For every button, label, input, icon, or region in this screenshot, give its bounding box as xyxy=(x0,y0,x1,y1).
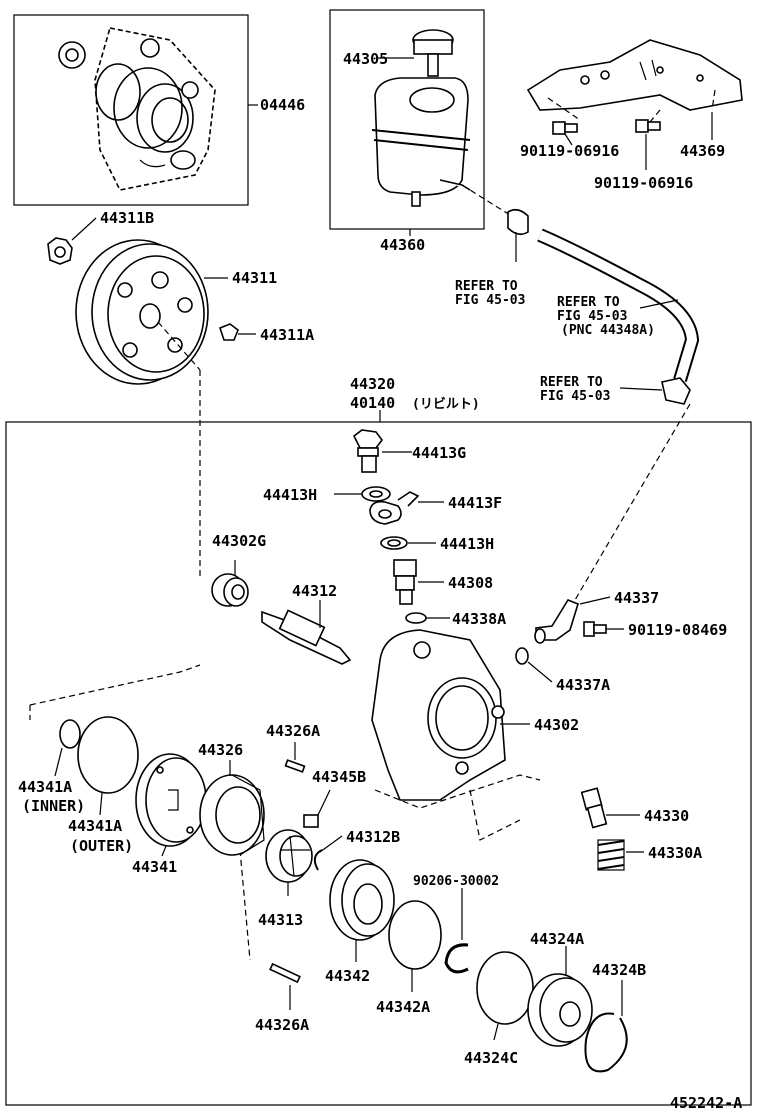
label-44308: 44308 xyxy=(448,574,493,592)
box-04446 xyxy=(13,14,249,206)
bolt-90119-b xyxy=(635,119,661,133)
label-44413H-top: 44413H xyxy=(263,486,317,504)
label-44413G: 44413G xyxy=(412,444,466,462)
label-44324C: 44324C xyxy=(464,1049,518,1067)
key-44345B xyxy=(303,814,319,828)
gasket-kit-illustration xyxy=(58,27,216,191)
label-44326A-top: 44326A xyxy=(266,722,320,740)
diagram-number: 452242-A xyxy=(670,1094,742,1112)
o-ring-44341A-inner xyxy=(59,719,81,749)
label-44360: 44360 xyxy=(380,236,425,254)
washer-44413H-top xyxy=(361,486,391,502)
label-44413F: 44413F xyxy=(448,494,502,512)
label-44313: 44313 xyxy=(258,911,303,929)
valve-44330 xyxy=(580,787,608,829)
pin-44326A-top xyxy=(284,759,306,773)
label-90206-30002: 90206-30002 xyxy=(413,874,499,889)
ref-b-line3: (PNC 44348A) xyxy=(561,323,655,338)
label-44341A-inner: 44341A xyxy=(18,778,72,796)
pump-housing-44302 xyxy=(371,629,506,801)
label-44311: 44311 xyxy=(232,269,277,287)
plate-44342 xyxy=(329,859,395,941)
label-44330: 44330 xyxy=(644,807,689,825)
key-44311A xyxy=(219,323,239,341)
ref-b-line1: REFER TO xyxy=(557,295,620,310)
bracket-illustration xyxy=(526,39,743,111)
hose-clamp-bottom xyxy=(661,377,691,405)
label-90119-06916-b: 90119-06916 xyxy=(594,174,693,192)
reservoir-illustration xyxy=(371,29,471,207)
ref-a-line1: REFER TO xyxy=(455,279,518,294)
label-44341A-outer-note: (OUTER) xyxy=(70,837,133,855)
ref-a-line2: FIG 45-03 xyxy=(455,293,525,308)
label-44312B: 44312B xyxy=(346,828,400,846)
label-44342A: 44342A xyxy=(376,998,430,1016)
shaft-44312 xyxy=(261,609,352,665)
ref-b-line2: FIG 45-03 xyxy=(557,309,627,324)
nut-44311B xyxy=(47,237,73,265)
label-44312: 44312 xyxy=(292,582,337,600)
label-44338A: 44338A xyxy=(452,610,506,628)
rotor-44313 xyxy=(265,829,313,883)
label-44324A: 44324A xyxy=(530,930,584,948)
pin-44326A-bottom xyxy=(269,962,301,984)
cam-ring-44326 xyxy=(199,774,265,856)
snap-ring-90206 xyxy=(444,943,469,974)
snap-ring-44312B xyxy=(313,849,323,871)
label-90119-06916-a: 90119-06916 xyxy=(520,142,619,160)
snap-ring-44324B xyxy=(584,1012,628,1073)
union-44413F xyxy=(369,491,420,525)
spring-44330A xyxy=(597,839,625,871)
o-ring-44324C xyxy=(476,951,534,1025)
hose-clamp-top xyxy=(507,208,529,236)
label-44369: 44369 xyxy=(680,142,725,160)
ref-c-line2: FIG 45-03 xyxy=(540,389,610,404)
label-44302G: 44302G xyxy=(212,532,266,550)
o-ring-44341A-outer xyxy=(77,716,139,794)
label-44311A: 44311A xyxy=(260,326,314,344)
label-44413H-bottom: 44413H xyxy=(440,535,494,553)
label-44320: 44320 xyxy=(350,375,395,393)
label-44305: 44305 xyxy=(343,50,388,68)
bolt-90119-08469 xyxy=(583,621,607,637)
label-90119-08469: 90119-08469 xyxy=(628,621,727,639)
cover-44324A xyxy=(527,973,593,1047)
label-44341: 44341 xyxy=(132,858,177,876)
fitting-44337 xyxy=(534,599,579,644)
label-44302: 44302 xyxy=(534,716,579,734)
label-44337A: 44337A xyxy=(556,676,610,694)
o-ring-44337A xyxy=(515,647,529,665)
plate-44341 xyxy=(135,753,207,847)
valve-44308 xyxy=(393,559,417,605)
label-40140: 40140 xyxy=(350,394,395,412)
label-44330A: 44330A xyxy=(648,844,702,862)
box-44360 xyxy=(329,9,485,230)
bearing-44302G xyxy=(211,573,249,607)
label-44326A-bottom: 44326A xyxy=(255,1016,309,1034)
bolt-44413G xyxy=(352,429,383,473)
o-ring-44342A xyxy=(388,900,442,970)
label-44342: 44342 xyxy=(325,967,370,985)
label-44326: 44326 xyxy=(198,741,243,759)
label-44345B: 44345B xyxy=(312,768,366,786)
o-ring-44338A xyxy=(405,612,427,624)
label-44324B: 44324B xyxy=(592,961,646,979)
pulley-44311 xyxy=(75,239,209,385)
label-44337: 44337 xyxy=(614,589,659,607)
box-44320 xyxy=(5,421,752,1106)
label-04446: 04446 xyxy=(260,96,305,114)
bolt-90119-a xyxy=(552,121,578,135)
ref-c-line1: REFER TO xyxy=(540,375,603,390)
washer-44413H-bottom xyxy=(380,536,408,550)
label-40140-note: (リビルト) xyxy=(412,396,480,412)
label-44341A-inner-note: (INNER) xyxy=(22,797,85,815)
label-44341A-outer: 44341A xyxy=(68,817,122,835)
label-44311B: 44311B xyxy=(100,209,154,227)
